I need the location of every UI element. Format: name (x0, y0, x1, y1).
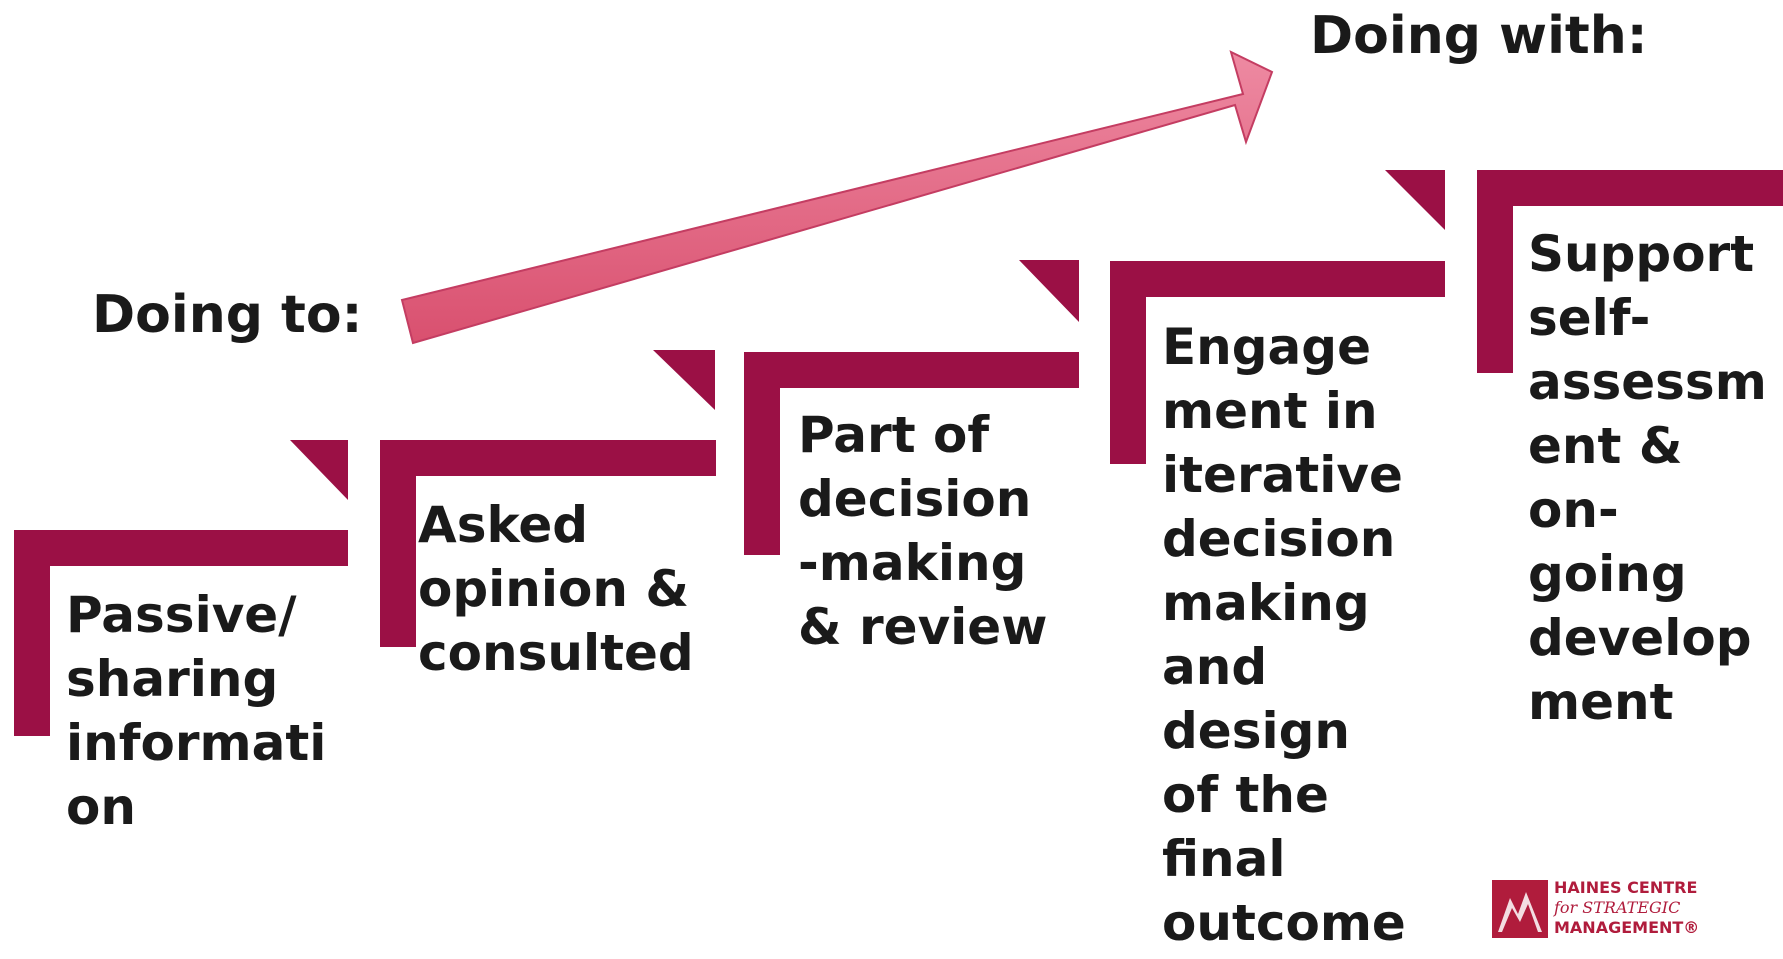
step-4-corner (1385, 170, 1445, 230)
step-1-corner (290, 440, 348, 500)
logo-emblem-icon (1492, 880, 1548, 938)
logo-wordmark: HAINES CENTRE for STRATEGIC MANAGEMENT® (1554, 878, 1699, 938)
step-2-corner (653, 350, 715, 410)
step-5-text: Support self- assessm ent & on- going de… (1528, 225, 1767, 731)
step-4-text: Engage ment in iterative decision making… (1162, 318, 1406, 952)
step-5-bracket (1477, 170, 1783, 373)
doing-with-label: Doing with: (1310, 6, 1648, 66)
logo-line-1: HAINES CENTRE (1554, 878, 1698, 897)
step-1-text: Passive/ sharing informati on (66, 586, 327, 836)
haines-centre-logo: HAINES CENTRE for STRATEGIC MANAGEMENT® (1490, 878, 1735, 959)
logo-line-3: MANAGEMENT® (1554, 918, 1700, 937)
step-2-bracket (380, 350, 716, 647)
step-3-text: Part of decision -making & review (798, 406, 1048, 656)
progress-arrow (400, 50, 1274, 345)
logo-line-2: for STRATEGIC (1554, 898, 1681, 917)
step-2-text: Asked opinion & consulted (418, 496, 694, 682)
step-1-bracket (14, 440, 348, 736)
step-3-corner (1019, 260, 1079, 322)
doing-to-label: Doing to: (92, 285, 363, 345)
step-3-bracket (744, 260, 1079, 555)
step-4-bracket (1110, 170, 1445, 464)
